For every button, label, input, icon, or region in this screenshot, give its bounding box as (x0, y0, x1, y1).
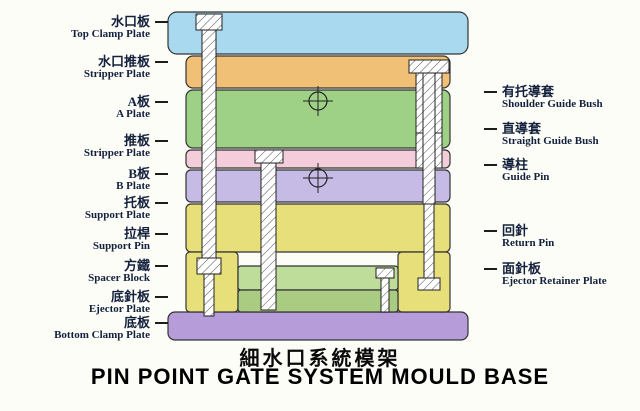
label-guide-pin: 導柱 Guide Pin (484, 157, 550, 184)
label-en: Return Pin (502, 237, 555, 249)
support-pin-shaft (201, 29, 217, 267)
title-english: PIN POINT GATE SYSTEM MOULD BASE (90, 364, 550, 389)
label-shoulder-guide-bush: 有托導套 Shoulder Guide Bush (484, 84, 603, 111)
leader-line (484, 229, 497, 232)
label-ejector-plate: 底針板 Ejector Plate (88, 289, 168, 316)
label-cn: 有托導套 (502, 84, 555, 99)
label-stripper-plate-lower: 推板 Stripper Plate (83, 133, 168, 160)
label-cn: 直導套 (502, 121, 542, 136)
label-b-plate: B板 B Plate (116, 166, 168, 193)
label-ejector-retainer-plate: 面針板 Ejector Retainer Plate (484, 261, 607, 288)
label-en: Ejector Plate (88, 303, 150, 315)
leader-line (484, 90, 497, 93)
label-en: B Plate (116, 180, 150, 192)
puller-pin-shaft (260, 162, 277, 311)
label-en: Shoulder Guide Bush (502, 98, 603, 110)
label-en: Bottom Clamp Plate (54, 329, 150, 341)
guide-pin (422, 72, 436, 205)
support-plate (185, 203, 451, 253)
label-en: Straight Guide Bush (502, 135, 599, 147)
return-pin-shaft (423, 203, 435, 281)
leader-line (155, 295, 168, 298)
label-a-plate: A板 A Plate (116, 94, 168, 121)
label-bottom-clamp-plate: 底板 Bottom Clamp Plate (54, 315, 168, 342)
label-cn: 底板 (123, 315, 150, 330)
screw-head (375, 267, 395, 279)
puller-pin-head (254, 149, 284, 164)
label-en: Support Pin (92, 240, 150, 252)
label-cn: B板 (128, 166, 150, 181)
label-cn: 回針 (502, 223, 529, 238)
label-stripper-plate-upper: 水口推板 Stripper Plate (83, 54, 168, 81)
label-en: Stripper Plate (83, 68, 150, 80)
label-spacer-block: 方鐵 Spacer Block (88, 258, 168, 285)
label-en: Ejector Retainer Plate (502, 275, 607, 287)
leader-line (484, 127, 497, 130)
leader-line (155, 60, 168, 63)
label-en: Stripper Plate (83, 147, 150, 159)
screw-shaft (380, 277, 390, 313)
leader-line (155, 172, 168, 175)
label-cn: A板 (127, 94, 150, 109)
label-straight-guide-bush: 直導套 Straight Guide Bush (484, 121, 599, 148)
label-cn: 拉桿 (123, 226, 150, 241)
label-en: Guide Pin (502, 171, 550, 183)
label-top-clamp-plate: 水口板 Top Clamp Plate (70, 14, 168, 41)
return-pin-head (417, 277, 441, 291)
label-cn: 水口板 (110, 14, 150, 29)
label-cn: 面針板 (502, 261, 542, 276)
support-pin-foot (203, 273, 215, 317)
leader-line (155, 20, 168, 23)
leader-line (484, 267, 497, 270)
label-support-plate: 托板 Support Plate (84, 195, 168, 222)
leader-line (155, 232, 168, 235)
label-en: Spacer Block (88, 272, 150, 284)
top-clamp-plate (167, 11, 469, 55)
label-cn: 托板 (123, 195, 150, 210)
label-support-pin: 拉桿 Support Pin (92, 226, 168, 253)
label-en: A Plate (116, 108, 150, 120)
leader-line (484, 163, 497, 166)
label-return-pin: 回針 Return Pin (484, 223, 555, 250)
label-cn: 導柱 (502, 157, 529, 172)
leader-line (155, 201, 168, 204)
shoulder-guide-bush-flange (408, 59, 450, 74)
title-chinese: 細水口系統模架 (239, 348, 401, 370)
leader-line (155, 264, 168, 267)
leader-line (155, 321, 168, 324)
label-en: Top Clamp Plate (70, 28, 150, 40)
center-mark-upper (303, 86, 333, 116)
label-cn: 方鐵 (123, 258, 150, 273)
leader-line (155, 139, 168, 142)
label-en: Support Plate (84, 209, 150, 221)
ejector-plate (237, 289, 399, 313)
support-pin-collar (196, 257, 222, 275)
support-pin-head (195, 13, 223, 31)
label-cn: 水口推板 (97, 54, 150, 69)
center-mark-lower (303, 163, 333, 193)
label-cn: 底針板 (110, 289, 150, 304)
leader-line (155, 100, 168, 103)
label-cn: 推板 (123, 133, 150, 148)
